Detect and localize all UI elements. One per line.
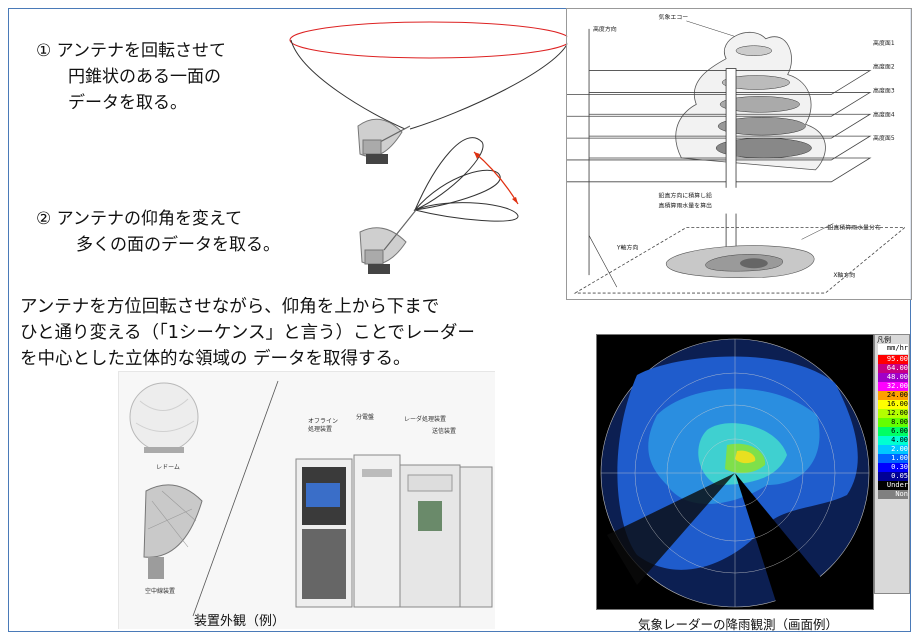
legend-entry: 8.00	[878, 418, 908, 427]
legend-entry: 16.00	[878, 400, 908, 409]
layer-label-4: 高度面4	[873, 110, 895, 118]
step2-line2: 多くの面のデータを取る。	[76, 235, 280, 255]
sequence-description: アンテナを方位回転させながら、仰角を上から下まで ひと通り変える（「1シーケンス…	[20, 294, 580, 372]
description-line1: アンテナを方位回転させながら、仰角を上から下まで	[20, 297, 440, 317]
step1-line1: ① アンテナを回転させて	[36, 41, 226, 61]
legend-entry: 6.00	[878, 427, 908, 436]
legend-entry: 48.00	[878, 373, 908, 382]
legend-title: 凡例	[877, 336, 891, 344]
integration-note-1: 鉛直方向に積算し鉛	[659, 192, 713, 200]
legend-entry: Non	[878, 490, 908, 499]
legend-entry: 4.00	[878, 436, 908, 445]
distribution-label: 鉛直積算雨水量分布	[827, 223, 881, 231]
offline-processor-image	[295, 458, 353, 608]
layer-label-5: 高度面5	[873, 134, 895, 142]
legend-entry: 1.00	[878, 454, 908, 463]
slide-frame	[8, 8, 911, 632]
equipment-caption: 装置外観（例）	[194, 614, 286, 629]
distribution-board-label: 分電盤	[356, 413, 374, 421]
distribution-board-image	[353, 454, 401, 608]
step1-line3: データを取る。	[68, 93, 187, 113]
step1-line2: 円錐状のある一面の	[68, 67, 221, 87]
offline-label-1: オフライン	[308, 418, 338, 425]
description-line2: ひと通り変える（「1シーケンス」と言う）ことでレーダー	[20, 323, 475, 343]
antenna-beam-diagram	[289, 21, 570, 274]
legend-entry: 12.00	[878, 409, 908, 418]
radar-processor-label: レーダ処理装置	[404, 415, 446, 423]
altitude-axis-label: 高度方向	[593, 25, 617, 33]
step2-line1: ② アンテナの仰角を変えて	[36, 209, 243, 229]
radar-caption: 気象レーダーの降雨観測（画面例）	[638, 617, 839, 632]
equipment-illustration: レドーム 空中線装置 オフライン 処理装置 分電盤 レーダ処理装置 送信装置	[129, 380, 493, 617]
radar-processor-image	[399, 464, 461, 608]
legend-unit: mm/hr	[878, 344, 908, 354]
x-axis-label: X軸方向	[833, 271, 855, 279]
integration-note-2: 直積算雨水量を算出	[659, 202, 713, 210]
antenna-unit-image	[143, 484, 203, 579]
legend-entry: 0.05	[878, 472, 908, 481]
legend-entry: 32.00	[878, 382, 908, 391]
radar-echo-label: 気象エコー	[659, 13, 689, 21]
step2-text: ② アンテナの仰角を変えて 多くの面のデータを取る。	[36, 206, 280, 258]
offline-label-2: 処理装置	[308, 425, 332, 433]
legend-entry: 64.00	[878, 364, 908, 373]
radar-display	[596, 334, 874, 610]
radome-image	[129, 382, 199, 453]
transmitter-image	[459, 466, 493, 608]
antenna-dish-icon	[357, 118, 411, 164]
step1-text: ① アンテナを回転させて 円錐状のある一面の データを取る。	[36, 38, 226, 116]
antenna-unit-label: 空中線装置	[145, 587, 175, 595]
y-axis-label: Y軸方向	[616, 243, 639, 251]
layer-label-2: 高度面2	[873, 63, 895, 71]
layer-label-3: 高度面3	[873, 86, 895, 94]
antenna-dish-icon	[359, 209, 417, 274]
radome-label: レドーム	[156, 464, 180, 471]
transmitter-label: 送信装置	[432, 427, 456, 435]
volume-scan-diagram: 高度方向 気象エコー 高度面1 高度面2 高度面3 高度面4 高度面5 鉛直方向…	[566, 8, 912, 300]
description-line3: を中心とした立体的な領域の データを取得する。	[20, 349, 411, 369]
legend-entry: Under	[878, 481, 908, 490]
legend-entry: 24.00	[878, 391, 908, 400]
legend-entry: 95.00	[878, 355, 908, 364]
legend-entry: 0.30	[878, 463, 908, 472]
layer-label-1: 高度面1	[873, 39, 895, 47]
legend-entry: 2.00	[878, 445, 908, 454]
